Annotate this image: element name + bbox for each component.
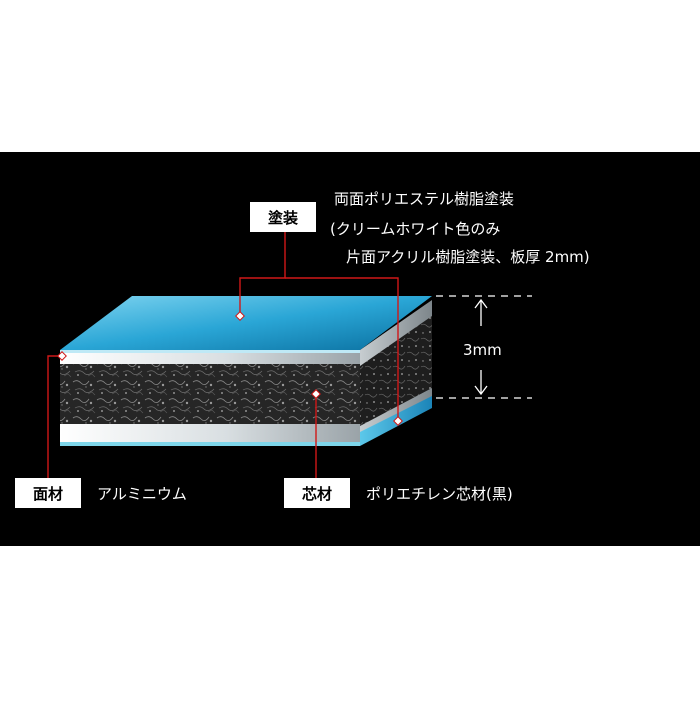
diamond-marker-icon [235, 311, 245, 321]
pointer-markers [57, 311, 403, 426]
coating-description-line-1: 両面ポリエステル樹脂塗装 [334, 190, 514, 208]
face-description: アルミニウム [97, 485, 187, 503]
core-front [60, 364, 360, 424]
coating-description-line-3: 片面アクリル樹脂塗装、板厚 2mm) [346, 248, 590, 266]
panel-block [60, 296, 432, 446]
coating-pointer-line [239, 232, 286, 316]
diamond-marker-icon [311, 389, 321, 399]
core-side [360, 314, 432, 426]
coating-tag-label: 塗装 [268, 209, 299, 227]
core-tag-label: 芯材 [302, 485, 332, 503]
top-coating-edge [60, 350, 360, 353]
coating-tag: 塗装 [250, 202, 316, 232]
top-coating-face [60, 296, 432, 350]
bottom-aluminum-front [60, 424, 360, 442]
diamond-marker-icon [57, 351, 67, 361]
coating-description-line-2: (クリームホワイト色のみ [330, 220, 500, 238]
thickness-label: 3mm [463, 341, 502, 359]
diamond-marker-icon [393, 416, 403, 426]
thickness-guide [436, 295, 532, 399]
up-down-arrow-icon [474, 298, 488, 396]
face-tag: 面材 [15, 478, 81, 508]
core-description: ポリエチレン芯材(黒) [366, 485, 513, 503]
top-aluminum-side [360, 300, 432, 366]
coating-pointer-line-2 [285, 277, 399, 420]
core-tag: 芯材 [284, 478, 350, 508]
top-aluminum-front [60, 350, 360, 364]
face-tag-label: 面材 [33, 485, 63, 503]
